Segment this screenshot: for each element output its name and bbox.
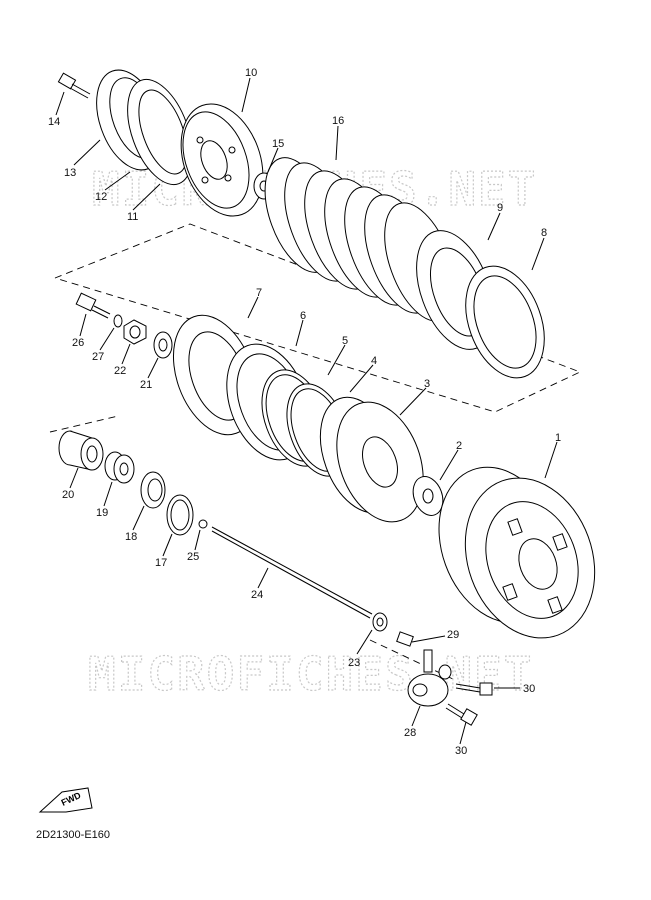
watermark-bottom: MICROFICHES.NET xyxy=(88,647,533,701)
part-3-clutch-boss xyxy=(319,396,424,523)
part-23-collar xyxy=(372,612,388,632)
diagram-code: 2D21300-E160 xyxy=(36,829,111,841)
callout-5: 5 xyxy=(342,335,348,347)
callout-12: 12 xyxy=(95,191,107,203)
callout-11: 11 xyxy=(127,211,138,223)
part-2-thrust-washer xyxy=(412,476,444,516)
callout-29: 29 xyxy=(447,629,459,641)
part-18-oil-seal xyxy=(140,471,166,509)
part-30-bolt-upper xyxy=(455,682,493,696)
callout-28: 28 xyxy=(404,727,416,739)
callout-16: 16 xyxy=(332,115,344,127)
callout-14: 14 xyxy=(48,116,60,128)
part-27-washer xyxy=(113,314,123,328)
callout-3: 3 xyxy=(424,378,430,390)
callout-24: 24 xyxy=(251,589,263,601)
part-19-bearing xyxy=(104,451,135,484)
callout-26: 26 xyxy=(72,337,84,349)
part-29-pin xyxy=(396,631,414,647)
callout-6: 6 xyxy=(300,310,306,322)
part-10-pressure-plate xyxy=(180,103,264,217)
callout-22: 22 xyxy=(114,365,126,377)
upper-dashed-box xyxy=(54,223,582,413)
callout-19: 19 xyxy=(96,507,108,519)
callout-30-upper: 30 xyxy=(523,683,535,695)
callout-2: 2 xyxy=(456,440,462,452)
part-17-washer xyxy=(166,494,194,536)
part-28-push-lever xyxy=(407,649,452,707)
callout-4: 4 xyxy=(371,355,377,367)
fwd-arrow-icon: FWD xyxy=(38,787,93,813)
callout-9: 9 xyxy=(497,202,503,214)
callout-23: 23 xyxy=(348,657,360,669)
part-26-bolt xyxy=(75,292,111,319)
part-1-clutch-housing xyxy=(438,466,596,639)
callout-17: 17 xyxy=(155,557,167,569)
leader-lines xyxy=(55,77,558,745)
callout-21: 21 xyxy=(140,379,152,391)
callout-labels: 1 2 3 4 5 6 7 8 9 10 11 12 13 14 15 16 1… xyxy=(48,67,561,757)
callout-8: 8 xyxy=(541,227,547,239)
part-22-nut xyxy=(123,319,147,345)
part-20-bush xyxy=(58,430,104,471)
callout-10: 10 xyxy=(245,67,257,79)
callout-18: 18 xyxy=(125,531,137,543)
part-30-bolt-lower xyxy=(445,703,478,726)
callout-15: 15 xyxy=(272,138,284,150)
part-24-push-rod xyxy=(211,526,373,619)
callout-1: 1 xyxy=(555,432,561,444)
callout-7: 7 xyxy=(256,287,262,299)
callout-20: 20 xyxy=(62,489,74,501)
callout-25: 25 xyxy=(187,551,199,563)
part-21-lock-washer xyxy=(153,331,173,359)
callout-13: 13 xyxy=(64,167,76,179)
part-25-ball xyxy=(198,519,208,529)
part-12-plate xyxy=(127,78,193,186)
callout-30-lower: 30 xyxy=(455,745,467,757)
callout-23-27: 27 xyxy=(92,351,104,363)
part-8-friction-plate xyxy=(465,265,545,379)
part-14-bolt xyxy=(57,72,91,99)
